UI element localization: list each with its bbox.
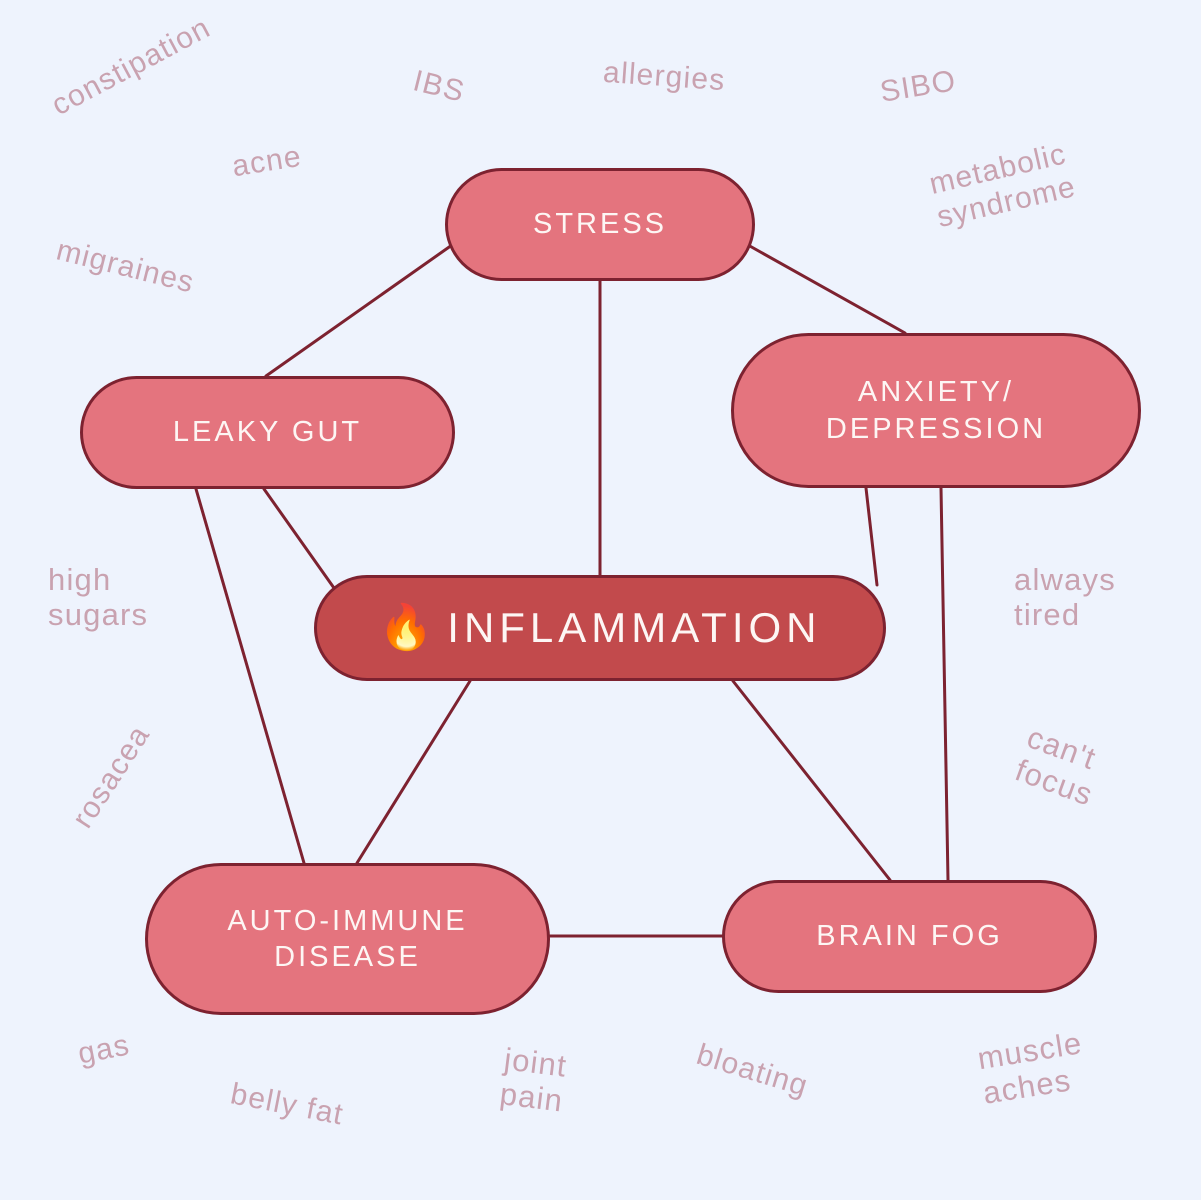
fire-emoji: 🔥	[378, 603, 434, 652]
node-brain-fog[interactable]: BRAIN FOG	[722, 880, 1097, 993]
node-auto-immune[interactable]: AUTO-IMMUNE DISEASE	[145, 863, 550, 1015]
edge-inflammation-to-auto-immune	[355, 679, 472, 865]
edge-leaky-gut-to-inflammation	[262, 487, 336, 590]
node-leaky-gut[interactable]: LEAKY GUT	[80, 376, 455, 489]
edge-inflammation-to-brain-fog	[731, 679, 892, 882]
node-label-auto-immune: AUTO-IMMUNE DISEASE	[227, 904, 468, 973]
edge-stress-to-anxiety	[746, 243, 907, 335]
node-inflammation[interactable]: 🔥 INFLAMMATION	[314, 575, 886, 681]
edge-stress-to-leaky-gut	[264, 243, 454, 378]
node-label-inflammation: INFLAMMATION	[447, 603, 822, 651]
node-label-leaky-gut: LEAKY GUT	[172, 416, 363, 449]
edge-anxiety-to-brain-fog	[939, 486, 950, 882]
symptom-label: always tired	[1014, 562, 1116, 632]
symptom-label: high sugars	[48, 562, 149, 632]
edge-anxiety-to-inflammation	[864, 486, 879, 587]
symptom-label: joint pain	[498, 1041, 569, 1119]
node-label-brain-fog: BRAIN FOG	[816, 920, 1003, 953]
edge-leaky-gut-to-auto-immune	[194, 487, 306, 865]
node-anxiety[interactable]: ANXIETY/ DEPRESSION	[731, 333, 1141, 488]
node-stress[interactable]: STRESS	[445, 168, 755, 281]
node-label-anxiety: ANXIETY/ DEPRESSION	[825, 376, 1047, 445]
node-label-stress: STRESS	[532, 208, 668, 241]
